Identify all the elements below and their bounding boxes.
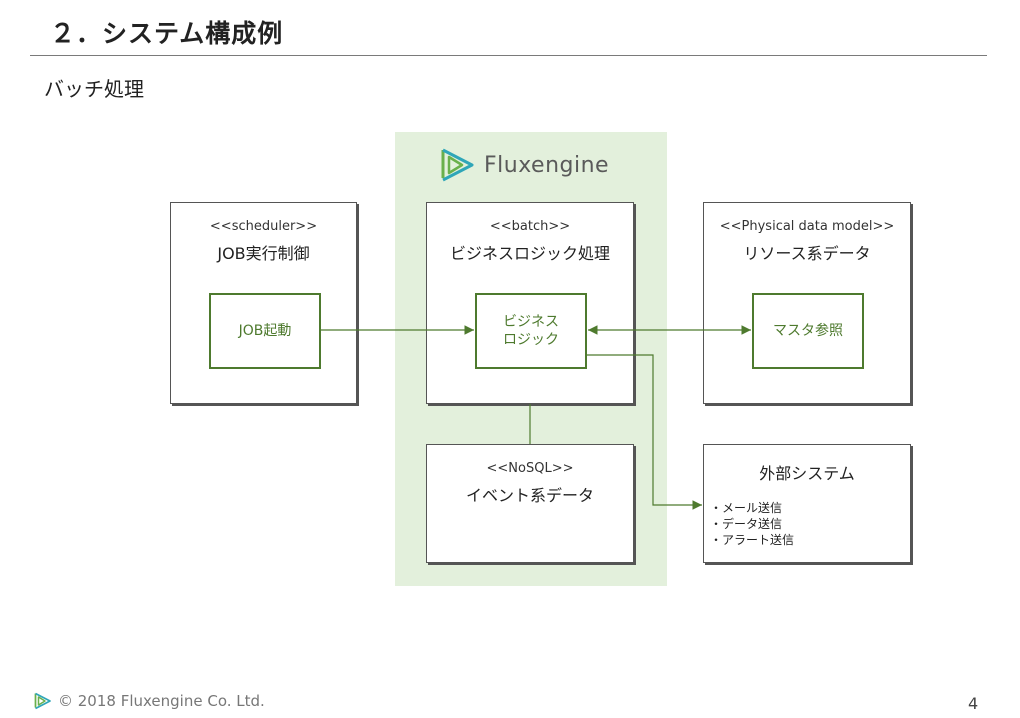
page-subtitle: バッチ処理 (44, 77, 144, 101)
page-title: ２．システム構成例 (50, 19, 284, 48)
scheduler-stereotype: <<scheduler>> (209, 219, 318, 234)
footer-logo-icon (34, 692, 51, 710)
batch-name: ビジネスロジック処理 (449, 244, 610, 263)
scheduler-name: JOB実行制御 (217, 244, 310, 263)
external-items: ・メール送信 ・データ送信 ・アラート送信 (710, 500, 794, 548)
external-item-alert: ・アラート送信 (710, 533, 795, 547)
footer: © 2018 Fluxengine Co. Ltd. (34, 692, 265, 710)
nosql-stereotype: <<NoSQL>> (486, 461, 574, 476)
business-logic-component: ビジネス ロジック (475, 293, 587, 369)
external-name: 外部システム (759, 464, 855, 483)
external-item-data: ・データ送信 (710, 517, 783, 531)
external-node: 外部システム ・メール送信 ・データ送信 ・アラート送信 (703, 444, 911, 563)
logic-to-external-arrow (586, 354, 702, 510)
business-logic-label-line1: ビジネス (503, 314, 559, 330)
batch-stereotype: <<batch>> (489, 219, 571, 234)
job-start-label: JOB起動 (238, 323, 292, 339)
title-divider (30, 55, 987, 56)
batch-node: <<batch>> ビジネスロジック処理 ビジネス ロジック (426, 202, 634, 404)
fluxengine-logo: Fluxengine (440, 147, 609, 183)
resource-node: <<Physical data model>> リソース系データ マスタ参照 (703, 202, 911, 404)
nosql-name: イベント系データ (465, 486, 594, 505)
master-ref-label: マスタ参照 (773, 323, 843, 339)
fluxengine-logo-text: Fluxengine (484, 152, 610, 178)
external-item-mail: ・メール送信 (710, 501, 783, 515)
scheduler-node: <<scheduler>> JOB実行制御 JOB起動 (170, 202, 357, 404)
footer-copyright: © 2018 Fluxengine Co. Ltd. (58, 692, 265, 710)
nosql-node: <<NoSQL>> イベント系データ (426, 444, 634, 563)
fluxengine-logo-icon (441, 148, 474, 182)
resource-stereotype: <<Physical data model>> (719, 219, 895, 234)
page-number: 4 (968, 694, 979, 713)
business-logic-label-line2: ロジック (503, 332, 559, 348)
job-start-component: JOB起動 (209, 293, 321, 369)
resource-name: リソース系データ (743, 244, 871, 263)
master-ref-component: マスタ参照 (752, 293, 864, 369)
